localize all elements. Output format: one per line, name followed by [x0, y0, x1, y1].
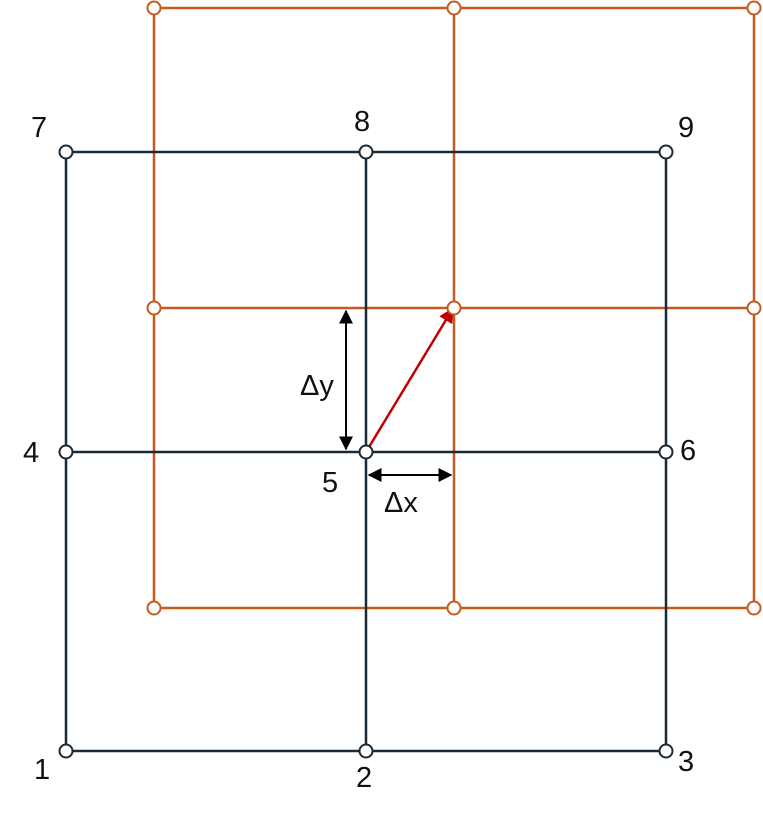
node-label-2: 2	[356, 762, 372, 794]
original-grid-node	[58, 144, 74, 160]
original-grid-node	[358, 444, 374, 460]
shifted-grid-node	[746, 300, 762, 316]
node-label-1: 1	[34, 754, 50, 786]
original-grid-node	[358, 743, 374, 759]
original-grid-node	[58, 444, 74, 460]
original-grid-node	[658, 743, 674, 759]
node-label-5: 5	[322, 467, 338, 499]
dy-label: Δy	[300, 370, 334, 402]
dx-label: Δx	[384, 487, 418, 519]
shifted-grid-node	[446, 600, 462, 616]
original-grid-node	[658, 144, 674, 160]
original-grid-node	[358, 144, 374, 160]
displacement-arrow	[364, 307, 454, 453]
original-grid-node	[658, 444, 674, 460]
shifted-grid-node	[446, 0, 462, 16]
shifted-grid-nodes	[146, 0, 762, 616]
original-grid-nodes	[58, 144, 674, 759]
shifted-grid-node	[746, 600, 762, 616]
shifted-grid-node	[146, 0, 162, 16]
shifted-grid-node	[746, 0, 762, 16]
node-label-7: 7	[31, 112, 47, 144]
shifted-grid-node	[146, 300, 162, 316]
node-label-9: 9	[678, 112, 694, 144]
shifted-grid-node	[146, 600, 162, 616]
node-label-3: 3	[678, 746, 694, 778]
node-label-6: 6	[680, 435, 696, 467]
node-label-8: 8	[354, 106, 370, 138]
original-grid-node	[58, 743, 74, 759]
node-label-4: 4	[23, 437, 39, 469]
shifted-grid-node	[446, 300, 462, 316]
